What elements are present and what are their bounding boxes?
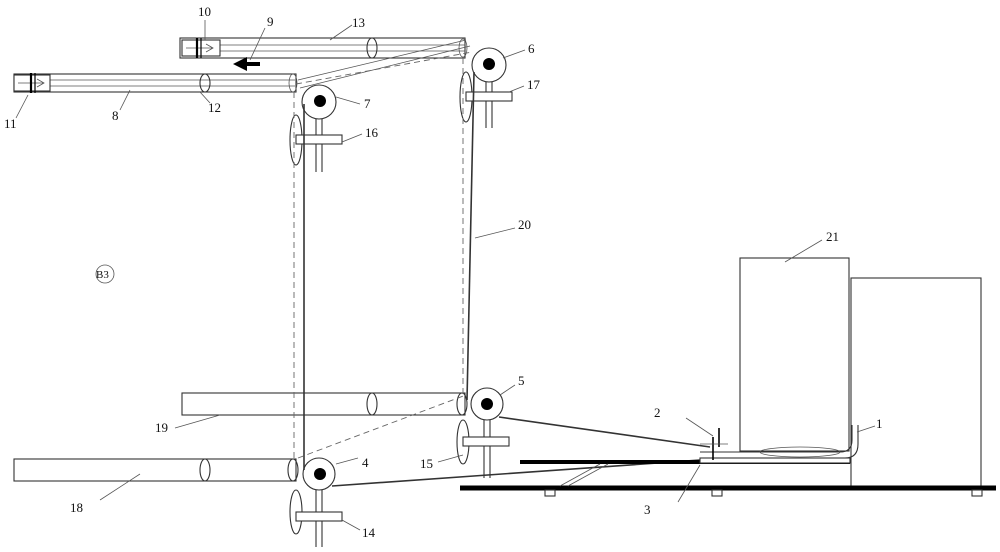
bar-19 (181, 392, 468, 416)
label-11: 11 (4, 116, 17, 131)
label-5: 5 (518, 373, 525, 388)
direction-arrow-icon (233, 57, 260, 71)
label-20: 20 (518, 217, 531, 232)
label-17: 17 (527, 77, 541, 92)
label-8: 8 (112, 108, 119, 123)
carriage (699, 425, 859, 464)
upper-slider-block (181, 38, 221, 58)
dashed-lines (293, 51, 473, 462)
label-1: 1 (876, 416, 883, 431)
label-12: 12 (208, 100, 221, 115)
label-21: 21 (826, 229, 839, 244)
cables (297, 39, 711, 487)
label-3: 3 (644, 502, 651, 517)
pulley-7 (289, 84, 343, 172)
label-10: 10 (198, 4, 211, 19)
box-21 (739, 257, 982, 490)
bar-18 (13, 458, 299, 482)
label-9: 9 (267, 14, 274, 29)
label-19: 19 (155, 420, 168, 435)
label-16: 16 (365, 125, 379, 140)
label-4: 4 (362, 455, 369, 470)
label-b3: B3 (96, 269, 109, 281)
lower-slide-bar (13, 73, 298, 93)
pulley-4 (289, 457, 343, 547)
label-14: 14 (362, 525, 376, 540)
leader-lines (15, 20, 876, 531)
label-15: 15 (420, 456, 433, 471)
lower-slider-block (13, 73, 51, 93)
label-18: 18 (70, 500, 83, 515)
pulley-6 (459, 47, 513, 128)
label-7: 7 (364, 96, 371, 111)
upper-slide-bar (179, 37, 468, 59)
label-2: 2 (654, 405, 661, 420)
label-13: 13 (352, 15, 365, 30)
label-6: 6 (528, 41, 535, 56)
pulley-5 (456, 387, 510, 478)
